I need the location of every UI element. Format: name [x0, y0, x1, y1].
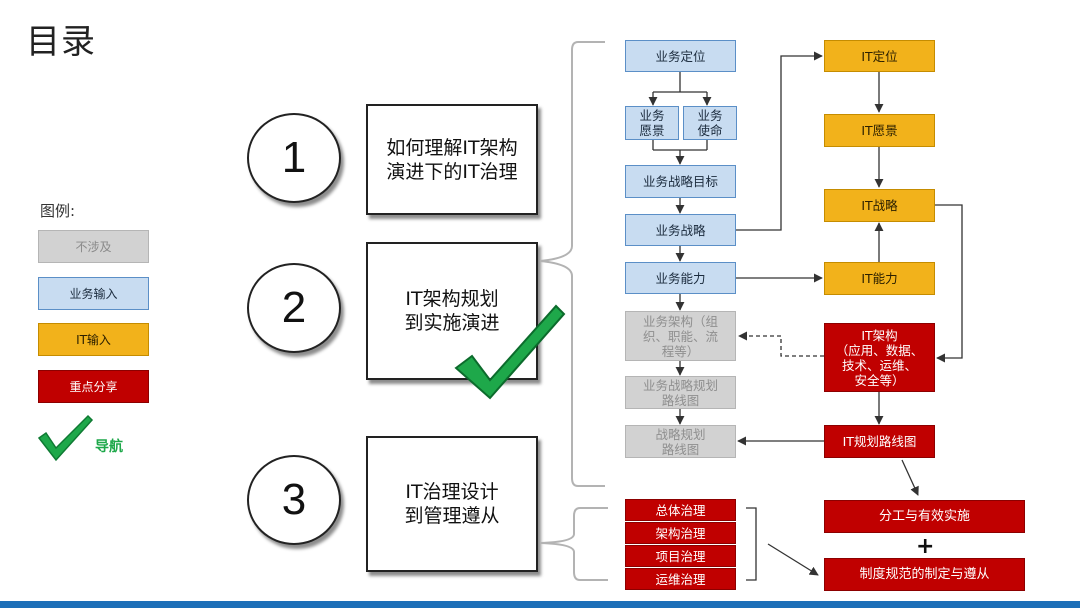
node-business-vision: 业务 愿景: [625, 106, 679, 140]
legend-it-input: IT输入: [38, 323, 149, 356]
legend-title: 图例:: [40, 202, 76, 220]
node-business-strategy: 业务战略: [625, 214, 736, 246]
node-policy-and-compliance: 制度规范的制定与遵从: [824, 558, 1025, 591]
section-3-title[interactable]: IT治理设计 到管理遵从: [366, 436, 538, 572]
section-2-number: 2: [247, 263, 341, 353]
legend-nav-label: 导航: [95, 439, 123, 455]
bottom-accent-bar: [0, 601, 1080, 608]
node-business-architecture: 业务架构（组 织、职能、流 程等）: [625, 311, 736, 361]
node-it-strategy: IT战略: [824, 189, 935, 222]
section-1-title[interactable]: 如何理解IT架构 演进下的IT治理: [366, 104, 538, 215]
node-architecture-governance: 架构治理: [625, 522, 736, 544]
node-it-capability: IT能力: [824, 262, 935, 295]
section-1-number: 1: [247, 113, 341, 203]
node-business-positioning: 业务定位: [625, 40, 736, 72]
node-it-vision: IT愿景: [824, 114, 935, 147]
node-operations-governance: 运维治理: [625, 568, 736, 590]
legend-key-share: 重点分享: [38, 370, 149, 403]
node-overall-governance: 总体治理: [625, 499, 736, 521]
plus-sign: +: [916, 534, 935, 559]
node-business-strategy-roadmap: 业务战略规划 路线图: [625, 376, 736, 409]
legend-check-icon: [37, 414, 94, 462]
node-strategy-roadmap: 战略规划 路线图: [625, 425, 736, 458]
legend-business-input: 业务输入: [38, 277, 149, 310]
node-it-roadmap: IT规划路线图: [824, 425, 935, 458]
node-business-capability: 业务能力: [625, 262, 736, 294]
node-it-architecture: IT架构 （应用、数据、 技术、运维、 安全等）: [824, 323, 935, 392]
node-it-positioning: IT定位: [824, 40, 935, 72]
legend-not-involved: 不涉及: [38, 230, 149, 263]
section-3-number: 3: [247, 455, 341, 545]
node-project-governance: 项目治理: [625, 545, 736, 567]
node-business-strategic-goals: 业务战略目标: [625, 165, 736, 198]
current-section-check-icon: [454, 304, 566, 400]
node-business-mission: 业务 使命: [683, 106, 737, 140]
page-title: 目录: [26, 22, 96, 62]
node-division-and-implementation: 分工与有效实施: [824, 500, 1025, 533]
